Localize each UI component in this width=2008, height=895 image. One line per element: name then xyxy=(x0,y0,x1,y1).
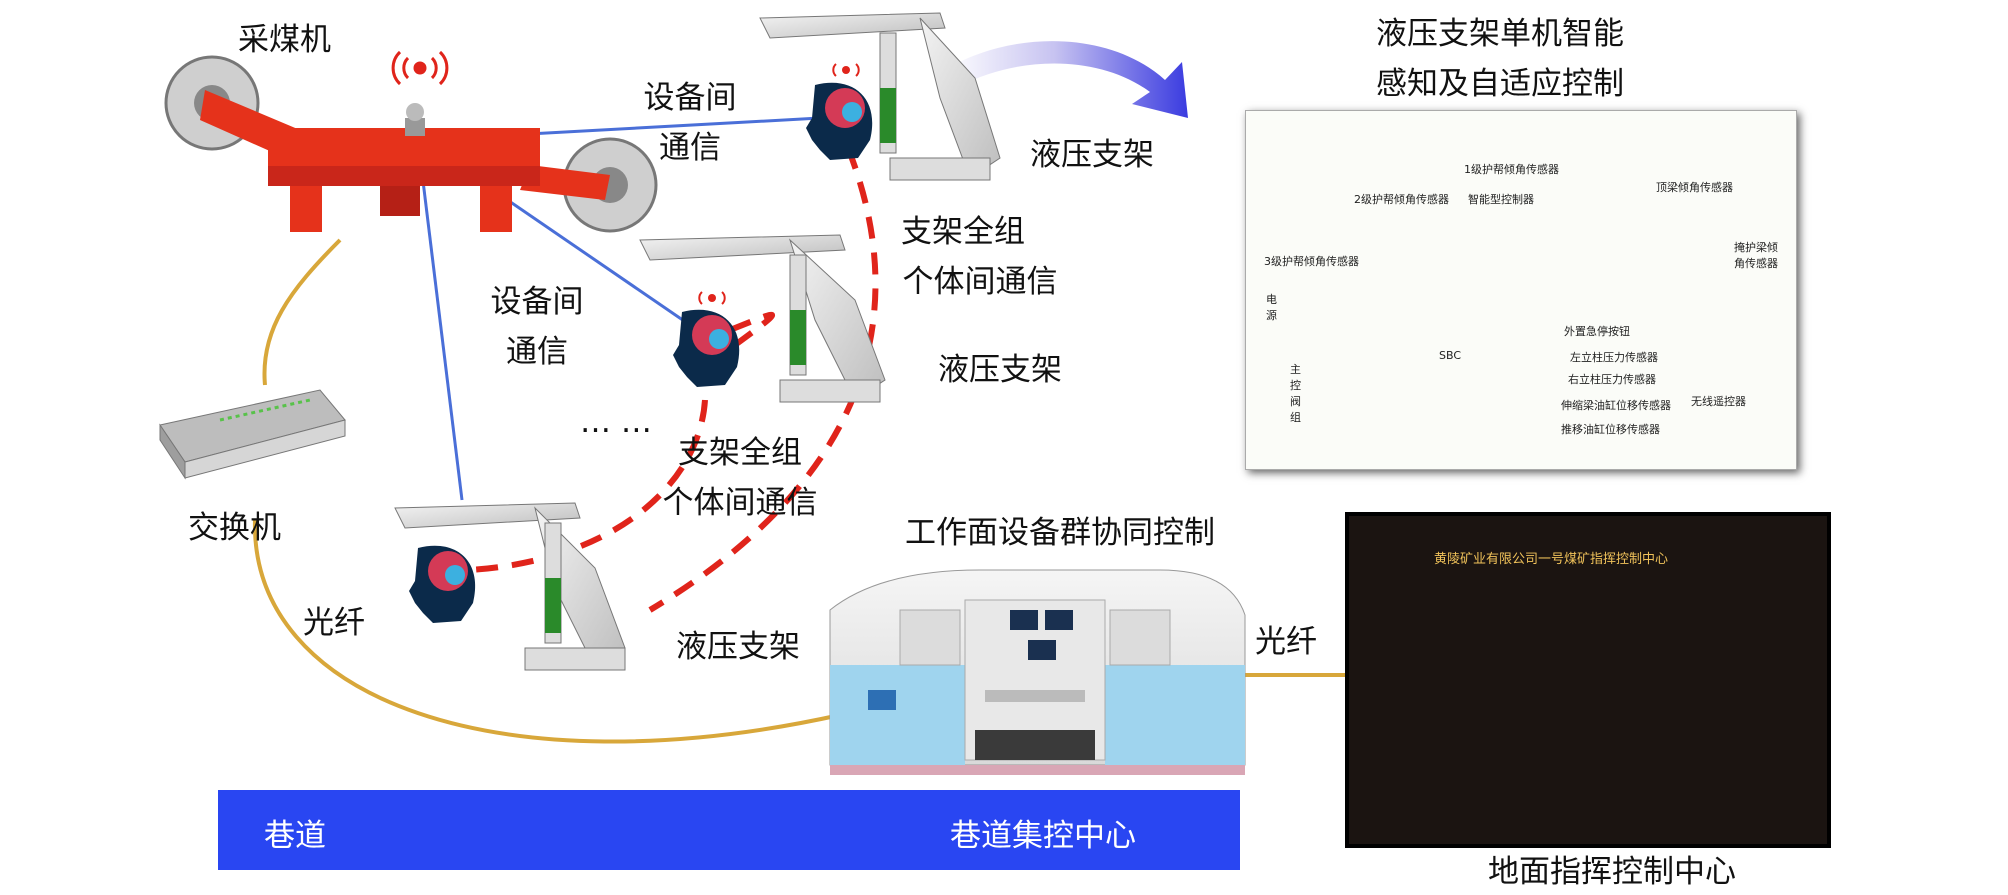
support-label-top: 液压支架 xyxy=(1030,137,1154,173)
device-comm-label-2a: 设备间 xyxy=(490,284,584,320)
sensor-label-2: 2级护帮倾角传感器 xyxy=(1354,193,1449,206)
coop-control-label: 工作面设备群协同控制 xyxy=(905,515,1215,551)
shearer-machine xyxy=(164,55,658,233)
sbc-label: SBC xyxy=(1439,349,1462,362)
roadway-control-cabin xyxy=(829,569,1246,775)
fiber-label-left: 光纤 xyxy=(303,605,365,641)
device-comm-label-2b: 通信 xyxy=(506,334,568,370)
single-control-title-1: 液压支架单机智能 xyxy=(1376,16,1624,52)
support-bottom xyxy=(394,502,626,671)
roadway-bar: 巷道 巷道集控中心 xyxy=(218,790,1240,870)
control-room-banner: 黄陵矿业有限公司一号煤矿指挥控制中心 xyxy=(1434,552,1669,567)
device-comm-label-1a: 设备间 xyxy=(643,80,737,116)
support-middle xyxy=(639,234,886,403)
estop-label: 外置急停按钮 xyxy=(1564,325,1630,338)
curved-arrow xyxy=(945,41,1188,118)
fiber-cables xyxy=(252,238,1345,744)
brain-head-icon xyxy=(673,291,740,387)
group-comm-label-1b: 个体间通信 xyxy=(902,264,1058,300)
shearer-label: 采煤机 xyxy=(238,22,331,58)
sensor-label-1: 1级护帮倾角传感器 xyxy=(1464,163,1559,176)
single-control-title-2: 感知及自适应控制 xyxy=(1376,66,1624,102)
pressure-right-label: 右立柱压力传感器 xyxy=(1568,373,1656,386)
sensor-label-5: 掩护梁倾角传感器 xyxy=(1734,241,1778,270)
fiber-label-right: 光纤 xyxy=(1255,624,1317,660)
support-label-bottom: 液压支架 xyxy=(676,629,800,665)
sensor-label-3: 3级护帮倾角传感器 xyxy=(1264,255,1359,268)
support-label-middle: 液压支架 xyxy=(938,352,1062,388)
stroke-push-label: 推移油缸位移传感器 xyxy=(1561,423,1660,436)
smart-controller-label: 智能型控制器 xyxy=(1468,193,1534,206)
surface-center-label: 地面指挥控制中心 xyxy=(1488,854,1736,890)
sensor-panel: 1级护帮倾角传感器 2级护帮倾角传感器 3级护帮倾角传感器 顶梁倾角传感器 掩护… xyxy=(1245,110,1797,470)
signal-icon xyxy=(391,50,449,86)
surface-control-room: 黄陵矿业有限公司一号煤矿指挥控制中心 xyxy=(1345,512,1831,848)
device-comm-label-1b: 通信 xyxy=(659,130,721,166)
sensor-label-4: 顶梁倾角传感器 xyxy=(1656,181,1733,194)
group-comm-label-1a: 支架全组 xyxy=(901,214,1025,250)
main-valve-label: 主控阀组 xyxy=(1290,363,1301,424)
network-switch xyxy=(159,389,346,480)
roadway-label: 巷道 xyxy=(264,818,326,854)
group-comm-label-2b: 个体间通信 xyxy=(662,485,818,521)
group-comm-label-2a: 支架全组 xyxy=(678,435,802,471)
stroke-ext-label: 伸缩梁油缸位移传感器 xyxy=(1561,399,1671,412)
switch-label: 交换机 xyxy=(188,510,281,546)
wireless-remote-label: 无线遥控器 xyxy=(1691,395,1746,408)
pressure-left-label: 左立柱压力传感器 xyxy=(1570,351,1658,364)
brain-head-icon xyxy=(806,63,873,160)
roadway-center-label: 巷道集控中心 xyxy=(950,818,1136,854)
ellipsis-label: … … xyxy=(580,404,652,440)
brain-head-icon xyxy=(409,545,476,623)
support-top xyxy=(759,12,1001,181)
power-label: 电源 xyxy=(1266,293,1277,322)
